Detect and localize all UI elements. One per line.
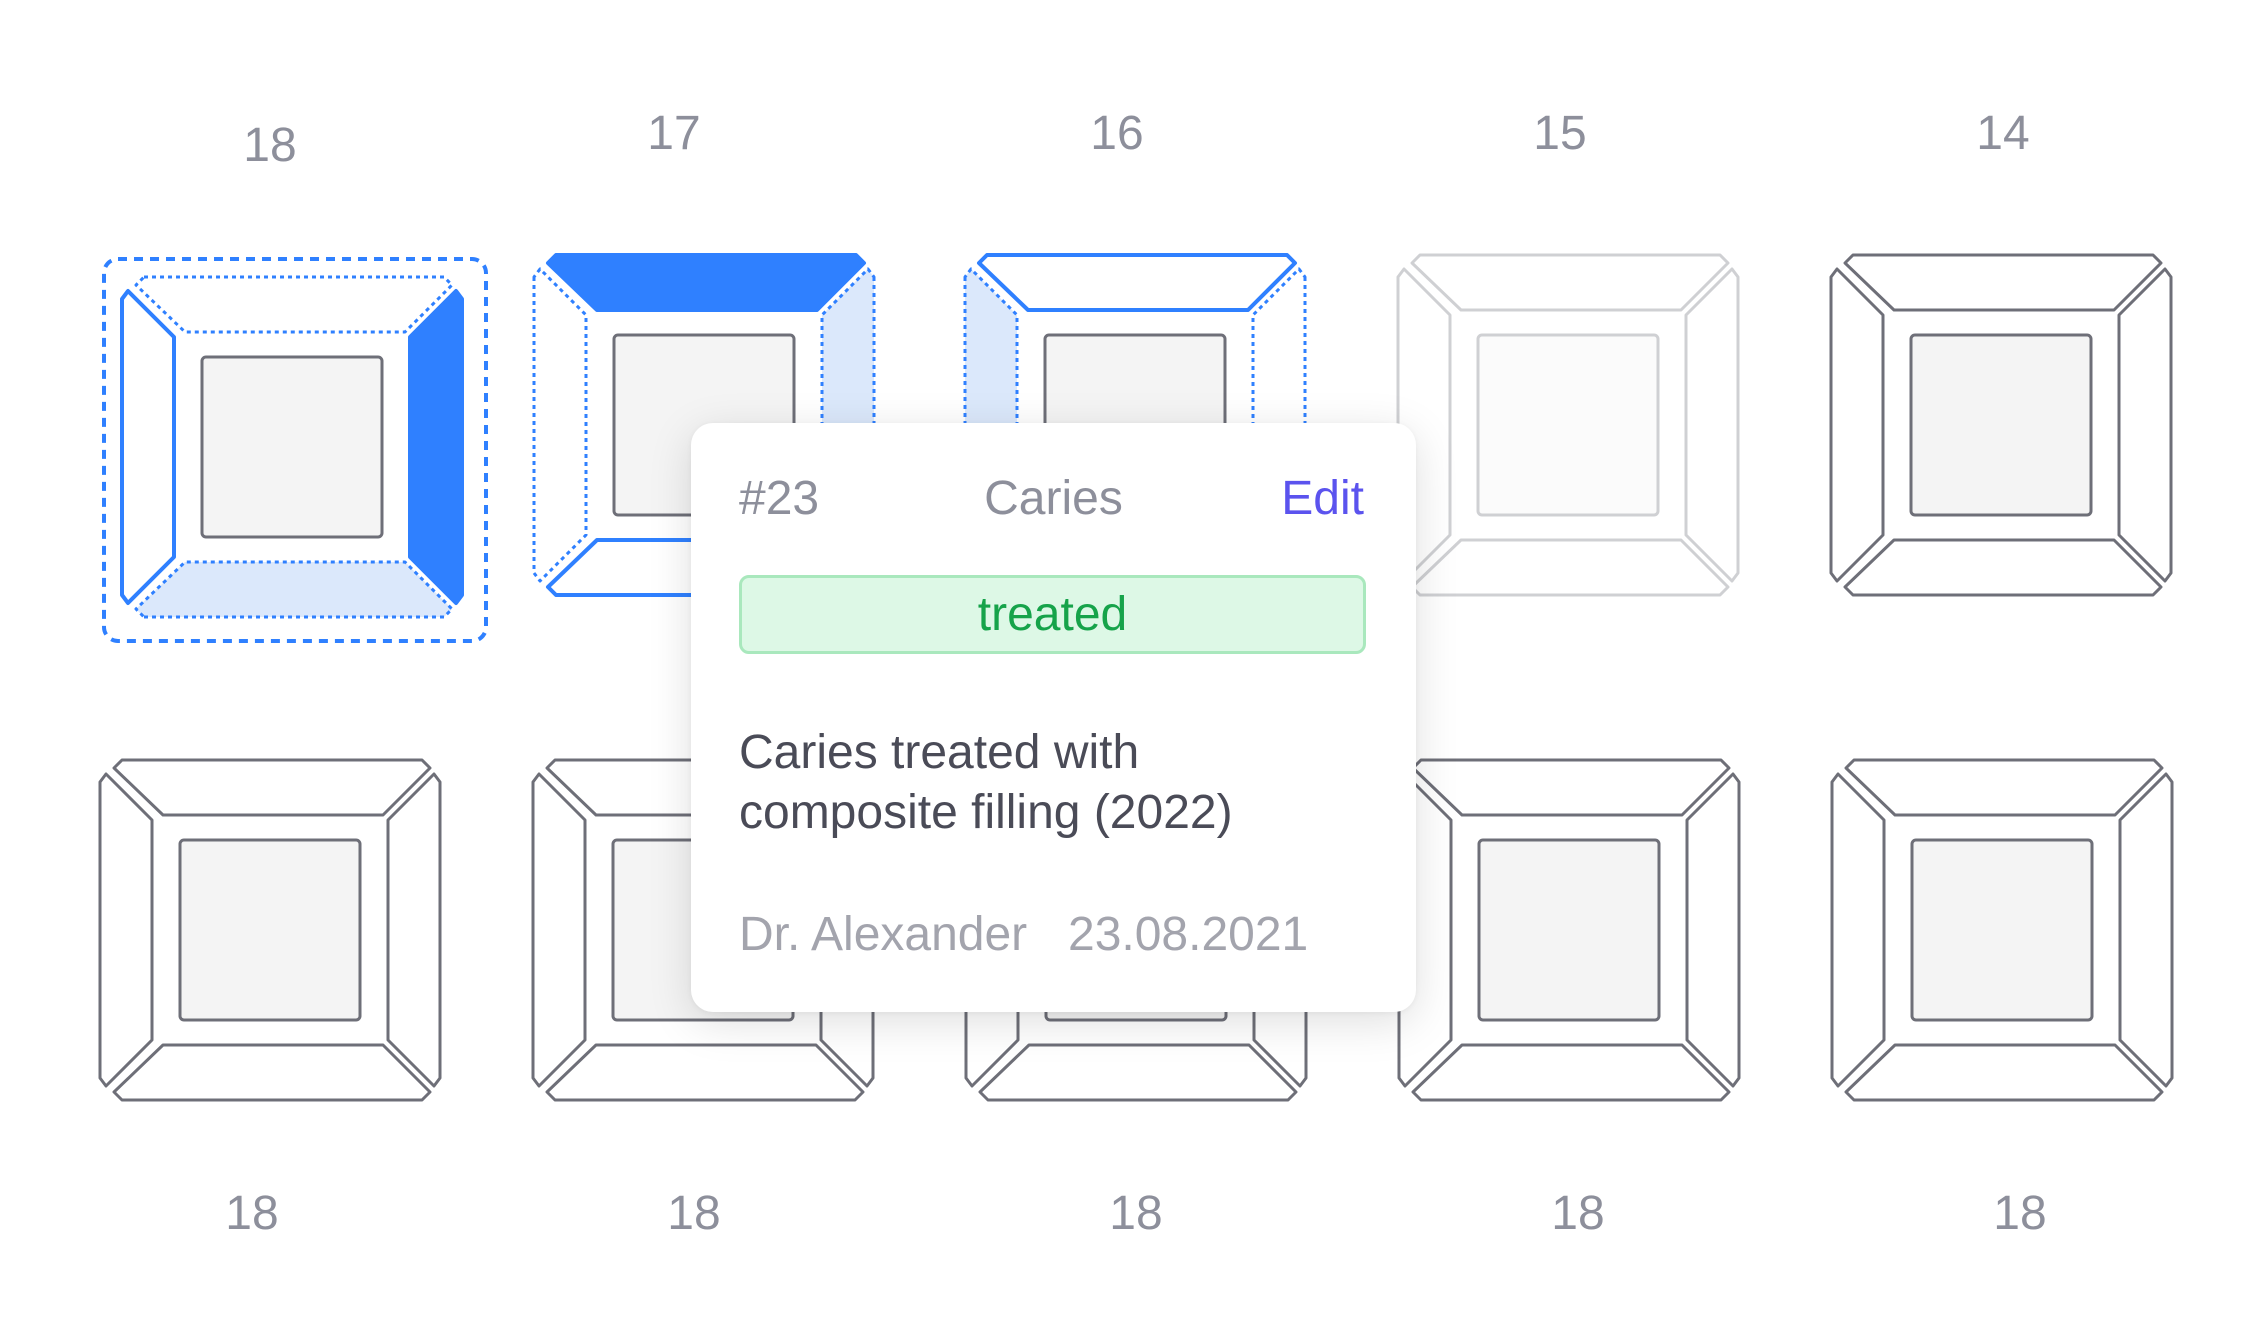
tooth-number-lower-4: 18 <box>1551 1187 1605 1240</box>
record-date: 23.08.2021 <box>1068 908 1309 961</box>
tooth-lower-4[interactable] <box>1397 758 1749 1110</box>
description-line-2: composite filling (2022) <box>739 786 1233 839</box>
diagnosis-title: Caries <box>984 472 1123 525</box>
tooth-number-lower-1: 18 <box>225 1187 279 1240</box>
tooth-number-upper-2: 17 <box>647 107 701 160</box>
record-id: #23 <box>739 472 820 525</box>
doctor-name: Dr. Alexander <box>739 908 1028 961</box>
diagnosis-popup: #23 Caries Edit treated Caries treated w… <box>691 423 1416 1012</box>
tooth-lower-5[interactable] <box>1830 758 2182 1110</box>
tooth-number-lower-3: 18 <box>1109 1187 1163 1240</box>
tooth-number-upper-3: 16 <box>1090 107 1144 160</box>
tooth-lower-1[interactable] <box>98 758 450 1110</box>
description-line-1: Caries treated with <box>739 726 1140 779</box>
edit-link[interactable]: Edit <box>1281 472 1364 525</box>
tooth-upper-14[interactable] <box>1829 253 2181 605</box>
tooth-number-upper-5: 14 <box>1976 107 2030 160</box>
tooth-number-lower-2: 18 <box>667 1187 721 1240</box>
diagnosis-description: Caries treated with composite filling (2… <box>739 723 1379 843</box>
tooth-number-lower-5: 18 <box>1993 1187 2047 1240</box>
tooth-number-upper-1: 18 <box>243 119 297 172</box>
tooth-upper-15[interactable] <box>1396 253 1748 605</box>
tooth-number-upper-4: 15 <box>1533 107 1587 160</box>
tooth-upper-18[interactable] <box>100 255 488 643</box>
status-badge: treated <box>739 575 1366 654</box>
